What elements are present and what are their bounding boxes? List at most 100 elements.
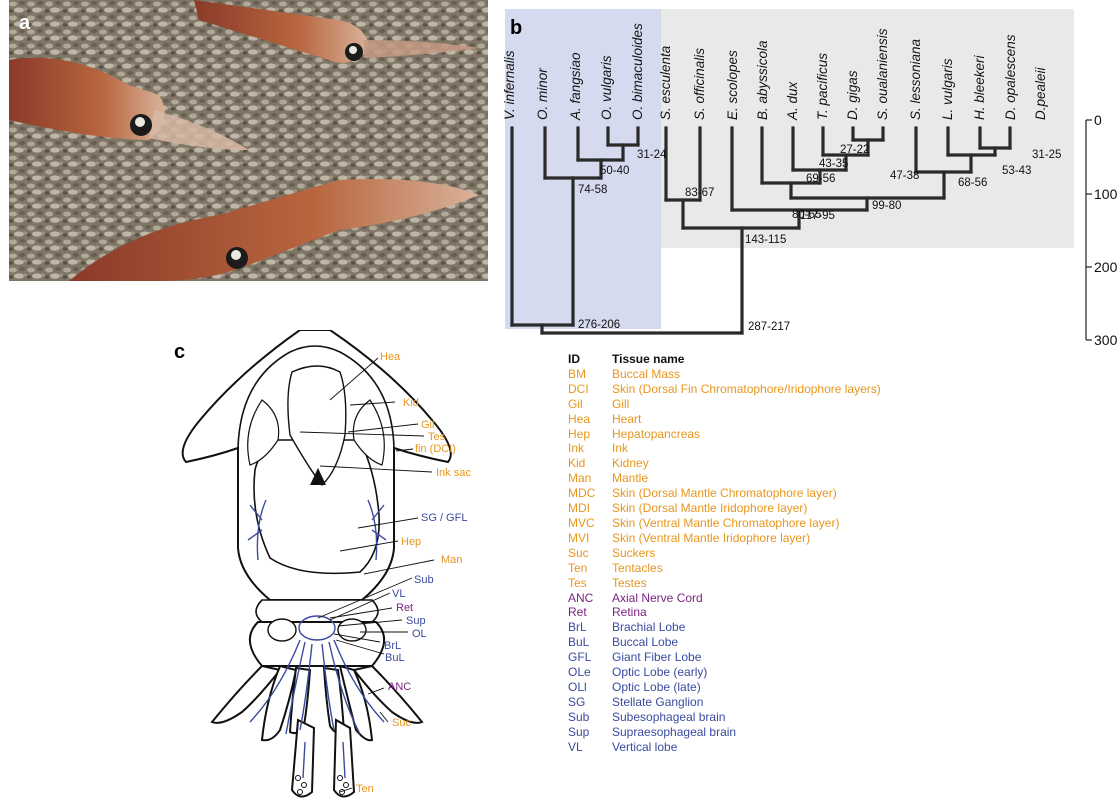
legend-id: OLl xyxy=(568,680,612,695)
anatomy-label: Suc xyxy=(392,717,411,729)
legend-tissue-name: Ink xyxy=(612,441,628,456)
anatomy-label: Sup xyxy=(406,615,426,627)
legend-header: ID Tissue name xyxy=(568,352,1088,367)
legend-id: Hea xyxy=(568,412,612,427)
node-age-label: 43-35 xyxy=(819,158,848,170)
anatomy-label: Ten xyxy=(356,783,374,795)
legend-tissue-name: Tentacles xyxy=(612,561,663,576)
legend-id: Sup xyxy=(568,725,612,740)
taxon-label: A. dux xyxy=(785,80,800,121)
taxon-label: V. infernalis xyxy=(502,50,517,120)
squid-anatomy-diagram: c xyxy=(170,330,500,804)
taxon-label: D.pealeii xyxy=(1033,66,1048,120)
legend-tissue-name: Buccal Lobe xyxy=(612,635,678,650)
legend-tissue-name: Heart xyxy=(612,412,641,427)
legend-header-name: Tissue name xyxy=(612,352,684,367)
legend-row: VLVertical lobe xyxy=(568,740,1088,755)
node-age-label: 53-43 xyxy=(1002,165,1031,177)
legend-tissue-name: Brachial Lobe xyxy=(612,620,685,635)
legend-id: BM xyxy=(568,367,612,382)
anatomy-label: VL xyxy=(392,588,405,600)
node-age-label: 83-67 xyxy=(685,187,714,199)
legend-id: VL xyxy=(568,740,612,755)
anatomy-label: BuL xyxy=(385,652,405,664)
node-age-label: 143-115 xyxy=(745,234,786,246)
legend-tissue-name: Testes xyxy=(612,576,647,591)
node-age-label: 99-80 xyxy=(872,200,901,212)
legend-id: BrL xyxy=(568,620,612,635)
node-age-label: 69-56 xyxy=(806,173,835,185)
taxon-label: S. esculenta xyxy=(658,45,673,120)
anatomy-label: Hea xyxy=(380,351,401,363)
taxon-label: S. oualaniensis xyxy=(875,28,890,120)
taxon-label: D. opalescens xyxy=(1003,34,1018,120)
legend-id: Ret xyxy=(568,605,612,620)
taxon-label: E. scolopes xyxy=(725,50,740,120)
taxon-label: T. pacificus xyxy=(815,53,830,120)
legend-id: ANC xyxy=(568,591,612,606)
legend-tissue-name: Suckers xyxy=(612,546,655,561)
legend-tissue-name: Gill xyxy=(612,397,629,412)
taxon-label: O. minor xyxy=(535,68,550,120)
legend-tissue-name: Buccal Mass xyxy=(612,367,680,382)
legend-row: HeaHeart xyxy=(568,412,1088,427)
legend-id: Suc xyxy=(568,546,612,561)
anatomy-label: BrL xyxy=(384,640,401,652)
legend-id: MVI xyxy=(568,531,612,546)
legend-header-id: ID xyxy=(568,352,612,367)
legend-tissue-name: Skin (Dorsal Mantle Chromatophore layer) xyxy=(612,486,837,501)
axis-tick-0: 0 xyxy=(1094,112,1102,128)
legend-tissue-name: Optic Lobe (late) xyxy=(612,680,701,695)
taxon-label: H. bleekeri xyxy=(972,54,987,120)
axis-tick-200: 200 xyxy=(1094,259,1118,275)
legend-row: MDISkin (Dorsal Mantle Iridophore layer) xyxy=(568,501,1088,516)
legend-tissue-name: Mantle xyxy=(612,471,648,486)
legend-tissue-name: Axial Nerve Cord xyxy=(612,591,703,606)
legend-id: DCI xyxy=(568,382,612,397)
anatomy-label: Man xyxy=(441,554,462,566)
legend-id: Ten xyxy=(568,561,612,576)
node-age-label: 287-217 xyxy=(748,321,790,333)
node-age-label: 50-40 xyxy=(600,165,629,177)
taxon-label: A. fangsiao xyxy=(568,52,583,121)
legend-row: HepHepatopancreas xyxy=(568,427,1088,442)
legend-id: Gil xyxy=(568,397,612,412)
legend-id: Kid xyxy=(568,456,612,471)
legend-id: Sub xyxy=(568,710,612,725)
legend-id: OLe xyxy=(568,665,612,680)
taxon-label: L. vulgaris xyxy=(940,58,955,120)
node-age-label: 117-95 xyxy=(800,210,835,222)
taxon-label: S. lessoniana xyxy=(908,38,923,120)
node-age-label: 47-38 xyxy=(890,170,919,182)
node-age-label: 31-24 xyxy=(637,149,667,161)
legend-tissue-name: Vertical lobe xyxy=(612,740,677,755)
axis-tick-300: 300 xyxy=(1094,332,1118,348)
legend-tissue-name: Retina xyxy=(612,605,647,620)
anatomy-label: fin (DCI) xyxy=(415,443,456,455)
node-age-label: 276-206 xyxy=(578,319,620,331)
anatomy-label: SG / GFL xyxy=(421,512,467,524)
legend-id: MVC xyxy=(568,516,612,531)
anatomy-label: ANC xyxy=(388,681,411,693)
legend-tissue-name: Subesophageal brain xyxy=(612,710,725,725)
legend-tissue-name: Kidney xyxy=(612,456,649,471)
squid-photo: a xyxy=(9,0,488,281)
anatomy-label: Ret xyxy=(396,602,413,614)
legend-tissue-name: Hepatopancreas xyxy=(612,427,700,442)
legend-tissue-name: Optic Lobe (early) xyxy=(612,665,707,680)
